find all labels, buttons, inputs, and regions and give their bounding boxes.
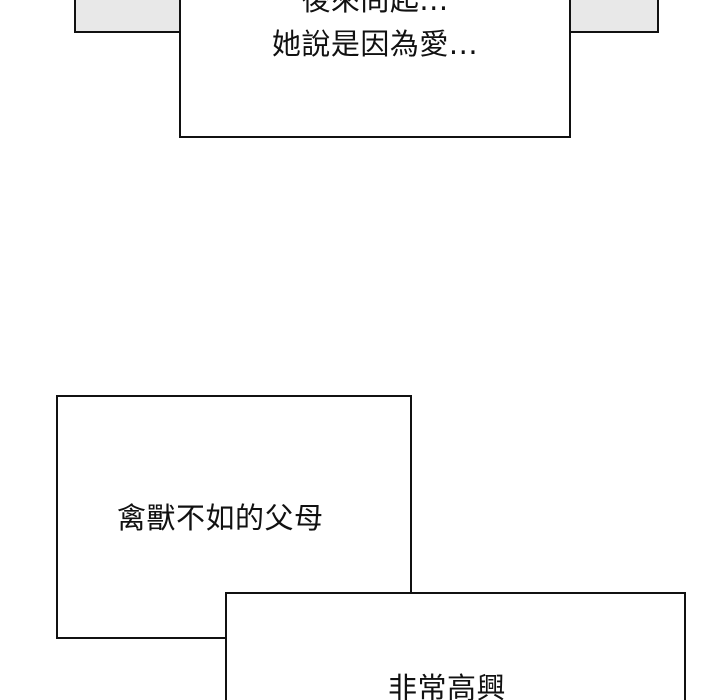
panel-inner-vertical-mask <box>410 594 414 637</box>
top-caption-box <box>179 0 571 138</box>
panel-inner-horizontal-mask <box>227 637 412 641</box>
middle-caption-text: 禽獸不如的父母 <box>117 501 324 535</box>
bottom-caption-text: 非常高興 <box>388 671 507 700</box>
top-caption-line-2: 她說是因為愛... <box>271 27 479 61</box>
panel-overlap-mask <box>227 594 410 637</box>
top-caption-line-1: 後來問起... <box>301 0 449 17</box>
